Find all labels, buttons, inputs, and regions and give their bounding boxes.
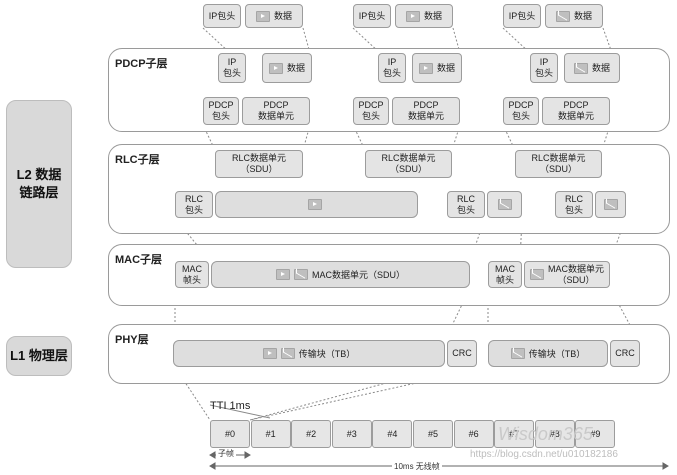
play-icon	[418, 62, 433, 74]
mail-icon	[280, 348, 295, 359]
rlc-payload	[595, 191, 626, 218]
crc-block: CRC	[447, 340, 477, 367]
pdcp-ip-data: 数据	[564, 53, 620, 83]
subframe: #8	[534, 420, 575, 448]
play-icon	[405, 10, 420, 22]
pdcp-ip-data: 数据	[262, 53, 312, 83]
play-icon	[275, 269, 290, 280]
mail-icon	[510, 348, 525, 359]
subframe: #3	[331, 420, 372, 448]
mac-header: MAC 帧头	[175, 261, 209, 288]
mail-icon	[497, 199, 512, 210]
transport-block: 传输块（TB）	[173, 340, 445, 367]
ip-header: IP包头	[353, 4, 391, 28]
transport-block: 传输块（TB）	[488, 340, 608, 367]
watermark-url: https://blog.csdn.net/u010182186	[470, 449, 618, 460]
play-icon	[268, 62, 283, 74]
subframe-label: 子帧	[216, 448, 236, 459]
mail-icon	[293, 269, 308, 280]
subframe: #5	[413, 420, 453, 448]
mac-sublayer-title: MAC子层	[115, 254, 163, 266]
subframe: #7	[494, 420, 535, 448]
play-icon	[255, 10, 270, 22]
ip-header: IP包头	[503, 4, 541, 28]
subframe: #2	[291, 420, 332, 448]
pdcp-data-unit: PDCP 数据单元	[242, 97, 310, 125]
pdcp-data-unit: PDCP 数据单元	[392, 97, 460, 125]
rlc-sdu: RLC数据单元 （SDU）	[365, 150, 452, 178]
rlc-payload	[215, 191, 418, 218]
ip-data: 数据	[245, 4, 303, 28]
pdcp-ip-header: IP 包头	[218, 53, 246, 83]
rlc-sdu: RLC数据单元 （SDU）	[215, 150, 303, 178]
pdcp-data-unit: PDCP 数据单元	[542, 97, 610, 125]
mac-sdu: MAC数据单元 （SDU）	[524, 261, 610, 288]
subframe: #4	[372, 420, 413, 448]
mail-icon	[555, 10, 570, 22]
play-icon	[262, 348, 277, 359]
rlc-header: RLC 包头	[447, 191, 485, 218]
tti-label: TTI 1ms	[210, 400, 251, 412]
mac-sdu: MAC数据单元（SDU）	[211, 261, 470, 288]
pdcp-header: PDCP 包头	[353, 97, 389, 125]
rlc-header: RLC 包头	[555, 191, 593, 218]
pdcp-header: PDCP 包头	[203, 97, 239, 125]
pdcp-sublayer-title: PDCP子层	[115, 58, 168, 70]
radio-frame-label: 10ms 无线帧	[392, 461, 442, 472]
pdcp-ip-header: IP 包头	[378, 53, 406, 83]
subframe: #9	[575, 420, 616, 448]
crc-block: CRC	[610, 340, 640, 367]
subframe: #1	[250, 420, 291, 448]
ip-data: 数据	[395, 4, 453, 28]
mail-icon	[603, 199, 618, 210]
watermark-logo: Wisdom365	[498, 424, 593, 444]
l2-data-link-layer-label: L2 数据 链路层	[6, 100, 72, 268]
rlc-sublayer-title: RLC子层	[115, 154, 160, 166]
l1-physical-layer-label: L1 物理层	[6, 336, 72, 376]
rlc-sdu: RLC数据单元 （SDU）	[515, 150, 602, 178]
ip-header: IP包头	[203, 4, 241, 28]
subframe: #6	[453, 420, 494, 448]
play-icon	[307, 199, 322, 210]
rlc-payload	[487, 191, 522, 218]
ip-data: 数据	[545, 4, 603, 28]
mail-icon	[530, 269, 544, 280]
pdcp-ip-data: 数据	[412, 53, 462, 83]
mail-icon	[573, 62, 588, 74]
mac-header: MAC 帧头	[488, 261, 522, 288]
rlc-header: RLC 包头	[175, 191, 213, 218]
subframe: #0	[210, 420, 250, 448]
phy-layer-title: PHY层	[115, 334, 149, 346]
pdcp-ip-header: IP 包头	[530, 53, 558, 83]
pdcp-header: PDCP 包头	[503, 97, 539, 125]
